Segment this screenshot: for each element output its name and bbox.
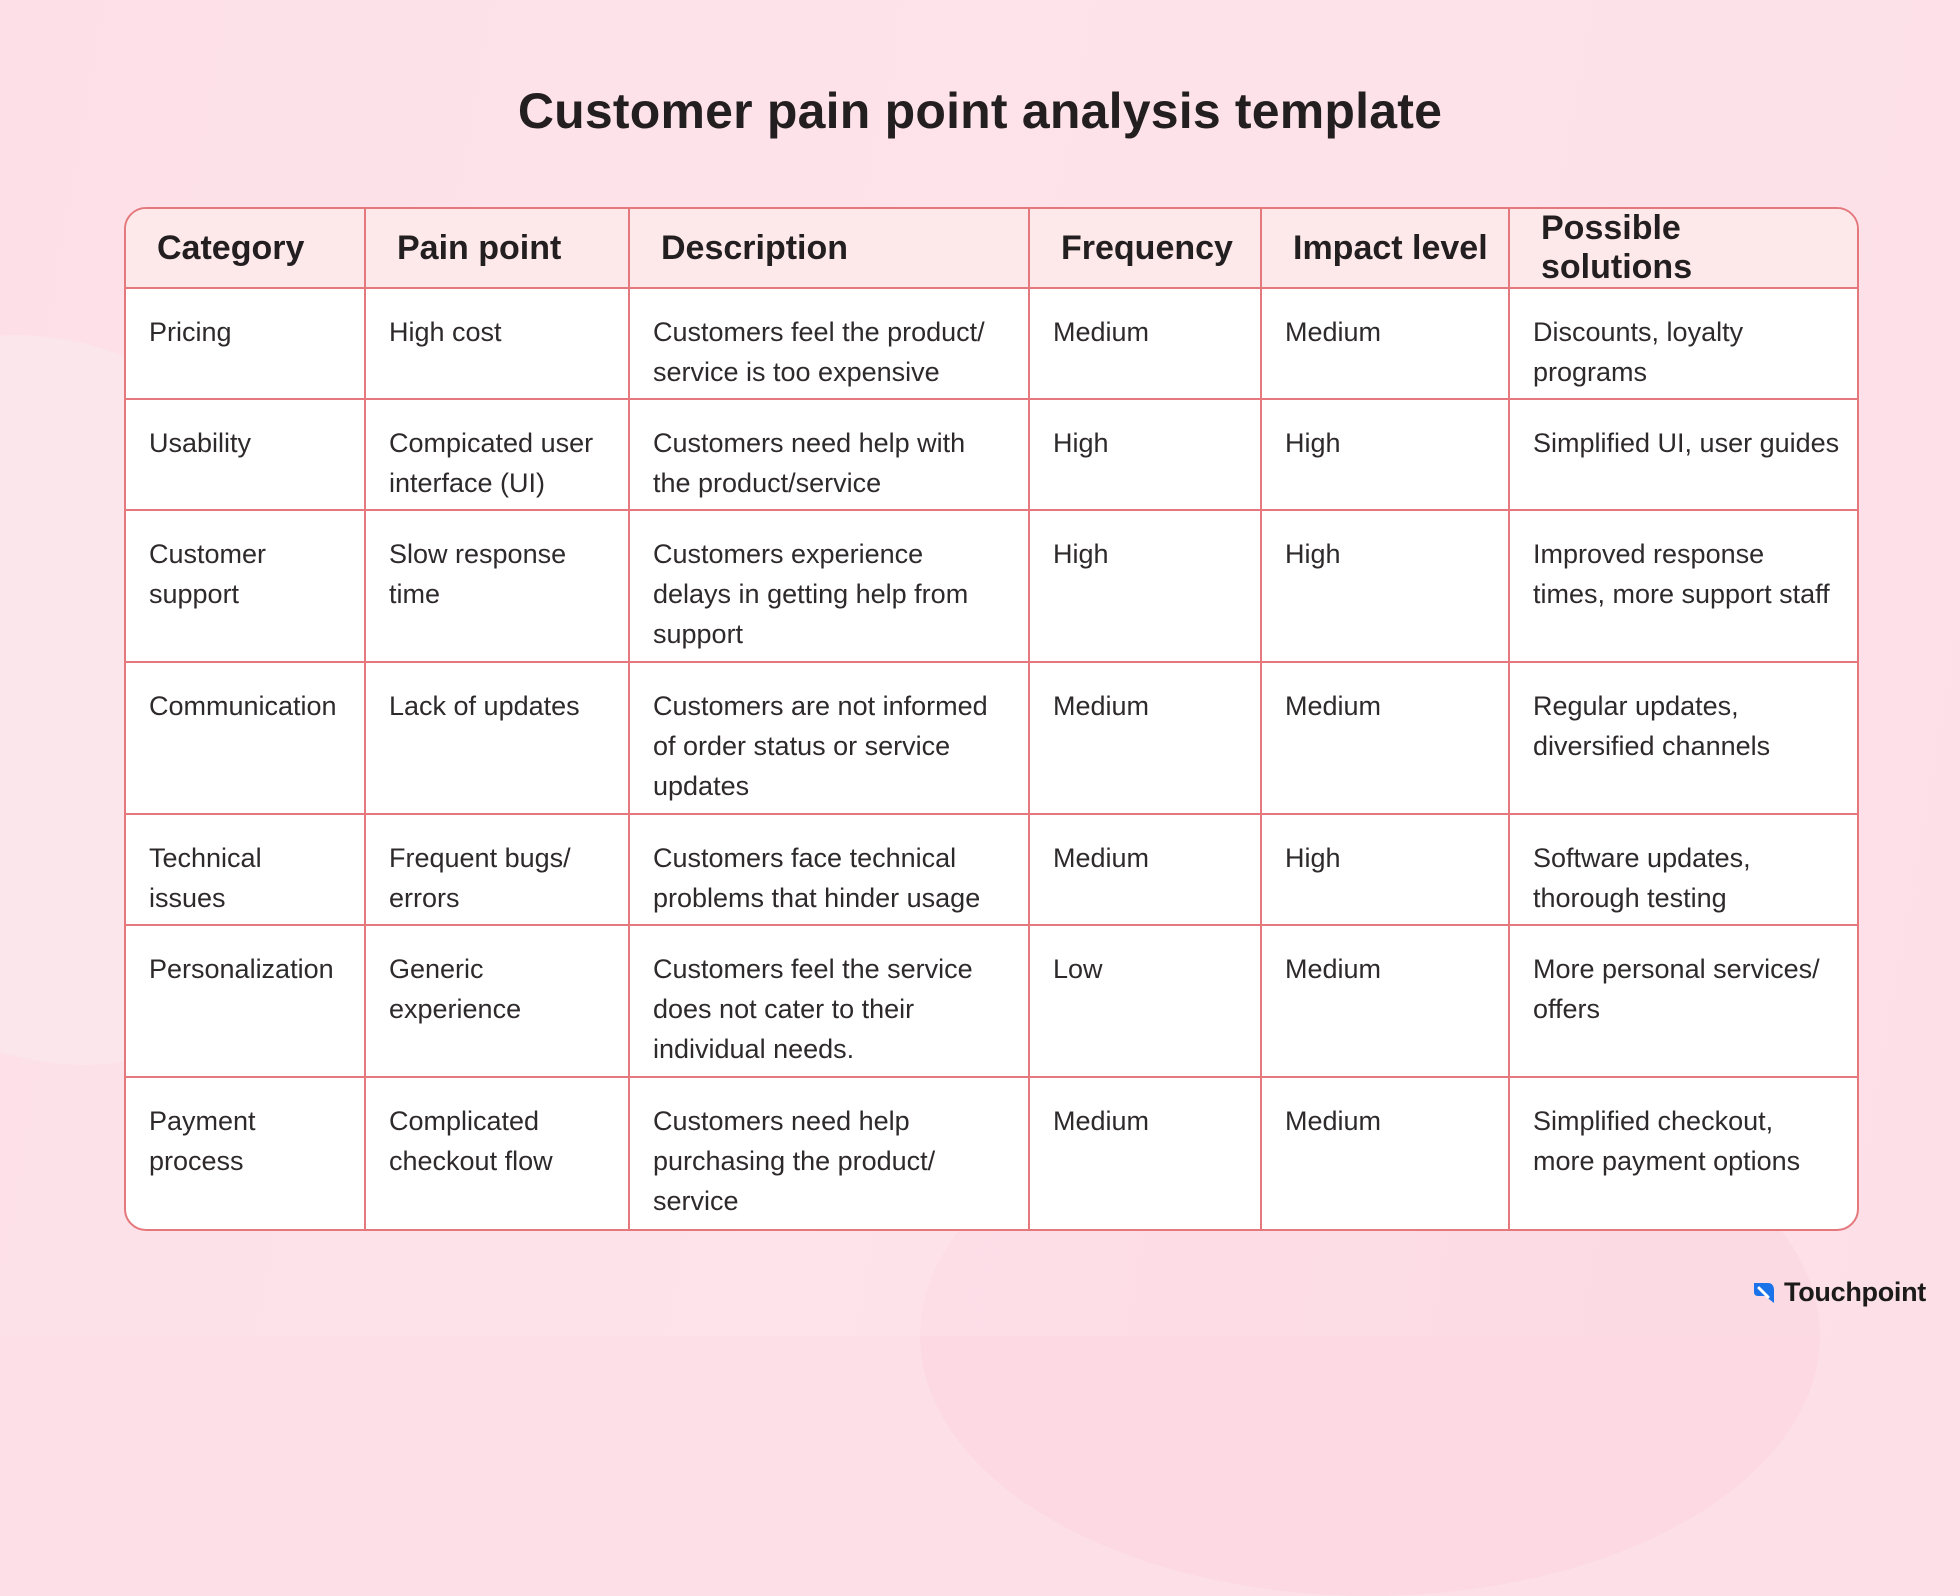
table-row: Customer support Slow response time Cust… <box>126 510 1857 663</box>
cell-pain-point: Generic experience <box>365 925 630 1078</box>
cell-frequency: High <box>1029 399 1262 511</box>
brand-name: Touchpoint <box>1784 1277 1926 1307</box>
pain-point-table-container: Category Pain point Description Frequenc… <box>124 207 1859 1231</box>
cell-pain-point: Slow response time <box>365 510 630 663</box>
cell-description: Customers feel the service does not cate… <box>629 925 1030 1078</box>
cell-frequency: Medium <box>1029 288 1262 400</box>
pain-point-table: Category Pain point Description Frequenc… <box>126 209 1857 1229</box>
cell-category: Pricing <box>126 288 366 400</box>
cell-description: Customers face technical problems that h… <box>629 814 1030 926</box>
cell-impact-level: High <box>1261 510 1510 663</box>
cell-description: Customers experience delays in getting h… <box>629 510 1030 663</box>
cell-frequency: Low <box>1029 925 1262 1078</box>
cell-impact-level: Medium <box>1261 288 1510 400</box>
cell-impact-level: High <box>1261 814 1510 926</box>
table-row: Personalization Generic experience Custo… <box>126 925 1857 1078</box>
cell-possible-solutions: Improved response times, more support st… <box>1509 510 1857 663</box>
cell-pain-point: Compicated user interface (UI) <box>365 399 630 511</box>
cell-possible-solutions: Discounts, loyalty programs <box>1509 288 1857 400</box>
cell-frequency: High <box>1029 510 1262 663</box>
cell-category: Technical issues <box>126 814 366 926</box>
table-row: Communication Lack of updates Customers … <box>126 662 1857 815</box>
cell-pain-point: Frequent bugs/ errors <box>365 814 630 926</box>
cell-frequency: Medium <box>1029 662 1262 815</box>
cell-impact-level: Medium <box>1261 662 1510 815</box>
cell-description: Customers feel the product/ service is t… <box>629 288 1030 400</box>
cell-frequency: Medium <box>1029 814 1262 926</box>
table-row: Payment process Complicated checkout flo… <box>126 1077 1857 1229</box>
column-header-impact-level: Impact level <box>1261 209 1510 289</box>
cell-frequency: Medium <box>1029 1077 1262 1229</box>
cell-description: Customers need help purchasing the produ… <box>629 1077 1030 1229</box>
cell-impact-level: Medium <box>1261 1077 1510 1229</box>
cell-category: Payment process <box>126 1077 366 1229</box>
cell-description: Customers are not informed of order stat… <box>629 662 1030 815</box>
cell-possible-solutions: Regular updates, diversified channels <box>1509 662 1857 815</box>
column-header-description: Description <box>629 209 1030 289</box>
cell-category: Personalization <box>126 925 366 1078</box>
cell-category: Usability <box>126 399 366 511</box>
cell-description: Customers need help with the product/ser… <box>629 399 1030 511</box>
cell-possible-solutions: More personal services/ offers <box>1509 925 1857 1078</box>
cell-pain-point: High cost <box>365 288 630 400</box>
table-row: Usability Compicated user interface (UI)… <box>126 399 1857 511</box>
cell-possible-solutions: Simplified UI, user guides <box>1509 399 1857 511</box>
touchpoint-logo-icon <box>1754 1282 1775 1303</box>
cell-category: Customer support <box>126 510 366 663</box>
column-header-possible-solutions: Possible solutions <box>1509 209 1857 289</box>
cell-pain-point: Complicated checkout flow <box>365 1077 630 1229</box>
cell-possible-solutions: Simplified checkout, more payment option… <box>1533 1106 1801 1176</box>
cell-impact-level: High <box>1261 399 1510 511</box>
table-row: Pricing High cost Customers feel the pro… <box>126 288 1857 400</box>
column-header-category: Category <box>126 209 366 289</box>
column-header-frequency: Frequency <box>1029 209 1262 289</box>
cell-impact-level: Medium <box>1261 925 1510 1078</box>
table-header-row: Category Pain point Description Frequenc… <box>126 209 1857 289</box>
cell-possible-solutions: Software updates, thorough testing <box>1509 814 1857 926</box>
cell-pain-point: Lack of updates <box>365 662 630 815</box>
column-header-pain-point: Pain point <box>365 209 630 289</box>
table-row: Technical issues Frequent bugs/ errors C… <box>126 814 1857 926</box>
touchpoint-logo[interactable]: Touchpoint <box>1751 1277 1926 1308</box>
cell-category: Communication <box>126 662 366 815</box>
page-title: Customer pain point analysis template <box>517 83 1443 139</box>
